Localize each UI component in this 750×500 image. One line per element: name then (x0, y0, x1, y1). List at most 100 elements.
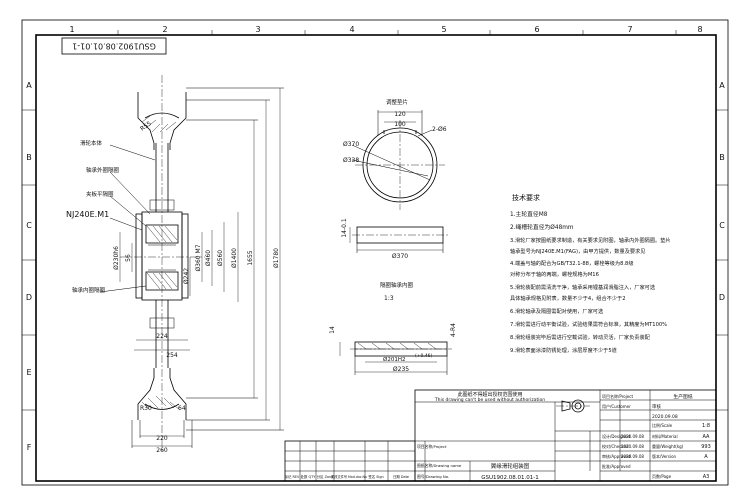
dim-d1780: Ø1780 (273, 248, 280, 268)
dim-d1400: Ø1400 (231, 248, 238, 268)
note-9: 9.滑轮表面涂漆防锈处理，涂层厚度不少于5道 (510, 346, 617, 354)
dim-1655: 1655 (247, 250, 254, 265)
role-checked-date: 2020.09.08 (621, 444, 644, 449)
rev-header-moddoc: 更改文件号 Mod.doc.No (331, 474, 367, 479)
svg-text:GSU1902.08.01.01-1: GSU1902.08.01.01-1 (72, 42, 156, 51)
drawing-number-label: 图号/Drawing No. (417, 474, 449, 479)
page-label: 页数/Page (652, 473, 672, 479)
dim-d370-top: Ø370 (343, 141, 359, 148)
column-markers: 1 2 3 4 5 6 7 8 (69, 25, 703, 35)
spacer-scale: 1:3 (384, 295, 394, 302)
role-approved-date: 2020.09.08 (621, 454, 644, 459)
note-3: 3.滑轮厂家按图纸要求制造，有关要求见附图，轴承内外圈隔圈。垫片 (510, 236, 671, 244)
dim-d230: Ø230h6 (113, 246, 120, 270)
dim-254: 254 (166, 352, 178, 359)
customer-label: 用户/Customer (602, 403, 631, 409)
material-label: 材料/Material (652, 433, 678, 439)
shim-side-view (349, 226, 448, 253)
dim-224: 224 (156, 333, 168, 340)
dim-260: 260 (156, 447, 168, 454)
col-1: 1 (69, 25, 74, 34)
dim-tolerance: (+0.46) (415, 353, 433, 359)
dim-d460: Ø460 (205, 250, 212, 266)
dim-220: 220 (156, 435, 168, 442)
col-2: 2 (162, 25, 167, 34)
row-a-left: A (26, 81, 32, 90)
shim-title: 调整垫片 (386, 98, 408, 106)
project-label: 项目名称/Project (602, 393, 633, 399)
row-c-left: C (26, 221, 32, 230)
note-6: 6.滑轮轴承及隔圈需配对使用，厂家可选 (510, 307, 603, 315)
dim-d338: Ø338 (343, 157, 359, 164)
label-bearing: NJ240E.M1 (66, 210, 109, 219)
role-approved: 审核/Approved (602, 453, 631, 459)
col-7: 7 (627, 25, 632, 34)
row-b-right: B (719, 153, 725, 162)
dim-100: 100 (394, 121, 406, 128)
weight-value: 993 (701, 444, 711, 450)
notes-title: 技术要求 (512, 193, 540, 202)
row-markers: A B C D E F A B C D (22, 81, 728, 452)
notice-en: This drawing can't be used without autho… (434, 397, 545, 403)
inner-spacer-view (339, 341, 452, 375)
rev-header-qty: 处数 QTY (301, 474, 317, 479)
main-section-view (99, 75, 284, 452)
dim-56: 56 (125, 254, 132, 262)
label-pulley-body: 滑轮本体 (80, 139, 103, 147)
note-4b: 对称分布于轴的两端，螺栓规格为M16 (510, 270, 599, 278)
note-2: 2.绳槽轮直径为Ø48mm (510, 223, 574, 231)
note-8: 8.滑轮组装完毕后需进行空载试验，转动灵活，厂家负责装配 (510, 333, 651, 341)
technical-notes: 技术要求 1.主轮直径M8 2.绳槽轮直径为Ø48mm 3.滑轮厂家按图纸要求制… (510, 193, 671, 354)
title-block (284, 389, 717, 482)
dim-d242: Ø242 (183, 268, 190, 284)
col-6: 6 (534, 25, 539, 34)
role-authorized: 批准/Approved (602, 463, 631, 469)
drawing-status: 生产图纸 (673, 393, 692, 400)
note-4: 4.端盖与轴的配合为GB/T32.1-88，螺栓等级为8.8级 (510, 259, 634, 267)
dim-2-d6: 2-Ø6 (432, 126, 447, 133)
role-designed: 设计/Designed (602, 433, 631, 439)
shim-ring-view (351, 110, 445, 210)
col-3: 3 (255, 25, 260, 34)
note-3b: 轴承型号为NJ240E.M1(FAG)，由甲方提供，数量及要求见 (510, 247, 645, 255)
dim-120: 120 (394, 111, 406, 118)
dim-d235: Ø235 (393, 366, 409, 373)
rev-header-rev: 标记 REV (285, 474, 300, 479)
dim-64: 64 (178, 405, 186, 412)
row-d-right: D (719, 293, 725, 302)
row-e-left: E (26, 368, 31, 377)
label-outer-spacer: 轴承外圈隔圈 (86, 166, 120, 174)
note-5: 5.滑轮装配前需清洗干净，轴承采用锂基润滑脂注入，厂家可选 (510, 283, 655, 291)
drawing-number-stamp: GSU1902.08.01.01-1 (61, 37, 167, 55)
dim-r55: R55 (139, 120, 153, 133)
drawing-number: GSU1902.08.01.01-1 (481, 475, 539, 481)
dim-thickness: 14-0.1 (341, 218, 348, 238)
note-7: 7.滑轮需进行动平衡试验，试验结果需符合标准，其精度为MT100% (510, 320, 667, 328)
drawing-name-label: 图纸名称/Drawing name (417, 463, 462, 468)
version-label: 版本/Version (652, 453, 677, 459)
project-name-label: 项目名称/Project (417, 444, 447, 449)
label-inner-spacer: 轴承内圈隔圈 (72, 286, 106, 294)
role-checked: 校对/Checked (602, 443, 629, 449)
col-4: 4 (349, 25, 354, 34)
rev-header-date: 日期 Date (393, 474, 409, 479)
weight-label: 重量/Weight(kg) (652, 443, 684, 449)
rev-header-zone: 分区 Zone (317, 474, 334, 479)
dim-d560: Ø560 (217, 250, 224, 266)
dim-d370-mid: Ø370 (392, 253, 408, 260)
role-designed-date: 2020.09.08 (621, 434, 644, 439)
row-c-right: C (719, 221, 725, 230)
first-date: 2020.09.08 (652, 414, 678, 420)
scale-label: 比例/Scale (652, 422, 673, 428)
dim-14: 14 (329, 326, 336, 334)
label-flat-spacer: 夹板平隔圈 (86, 190, 114, 198)
dim-r30: R30 (140, 405, 152, 412)
reviewer-signature: 审核 (652, 403, 661, 410)
version-value: A (704, 454, 708, 460)
col-5: 5 (441, 25, 446, 34)
dim-d201: Ø201H2 (383, 356, 405, 363)
row-d-left: D (26, 293, 32, 302)
drawing-name: 翼缘滑轮组装图 (491, 462, 530, 470)
